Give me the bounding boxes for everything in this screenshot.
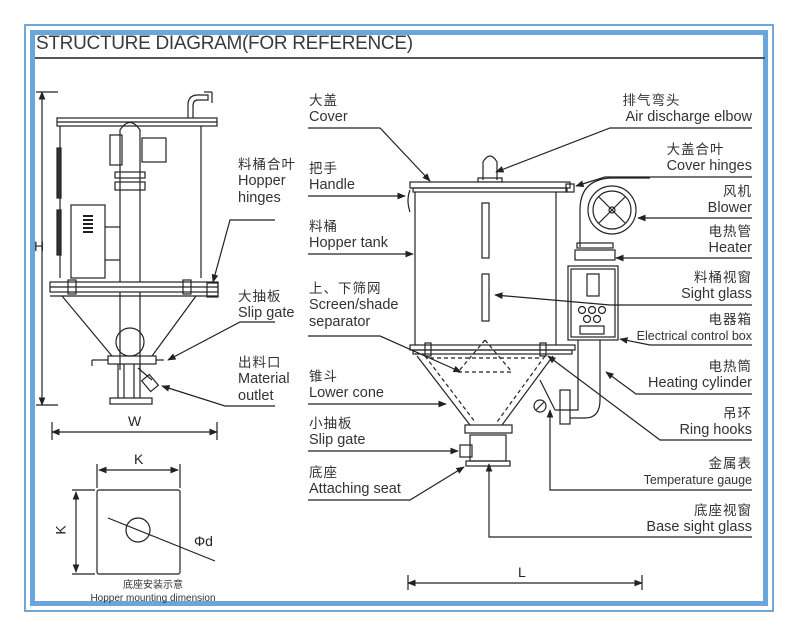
label-sight-glass: 料桶视窗 Sight glass bbox=[681, 270, 752, 302]
dim-label-length: L bbox=[518, 564, 526, 580]
front-view-hopper bbox=[407, 155, 650, 590]
side-view-hopper bbox=[36, 91, 219, 440]
label-hopper-hinges: 料桶合叶 Hopper hinges bbox=[238, 157, 296, 206]
label-attaching-seat: 底座 Attaching seat bbox=[309, 465, 401, 497]
mounting-dimension-drawing bbox=[72, 464, 216, 575]
dim-label-mount-hole: Φd bbox=[194, 533, 213, 549]
label-air-discharge-elbow: 排气弯头 Air discharge elbow bbox=[622, 93, 752, 125]
leader-temperature-gauge bbox=[546, 409, 752, 491]
dim-label-mount-side-left: K bbox=[52, 525, 69, 535]
diagram-title: STRUCTURE DIAGRAM(FOR REFERENCE) bbox=[36, 33, 413, 54]
label-material-outlet: 出料口 Material outlet bbox=[238, 355, 290, 404]
leader-sight-glass bbox=[494, 292, 752, 306]
dim-label-height: H bbox=[34, 238, 45, 254]
leader-attaching-seat bbox=[308, 466, 465, 501]
leader-heating-cylinder bbox=[605, 371, 752, 395]
leader-slip-gate-large bbox=[167, 321, 275, 361]
mounting-caption: 底座安装示意 Hopper mounting dimension bbox=[88, 579, 218, 605]
label-slip-gate-small: 小抽板 Slip gate bbox=[309, 416, 366, 448]
leader-cover bbox=[308, 127, 431, 182]
label-handle: 把手 Handle bbox=[309, 161, 355, 193]
label-lower-cone: 锥斗 Lower cone bbox=[309, 369, 384, 401]
label-cover-hinges: 大盖合叶 Cover hinges bbox=[666, 142, 752, 174]
label-screen-separator: 上、下筛网 Screen/shade separator bbox=[309, 281, 399, 330]
dim-label-width: W bbox=[128, 413, 142, 429]
hopper-hinge-mark bbox=[206, 282, 219, 298]
mounting-caption-en: Hopper mounting dimension bbox=[90, 593, 216, 604]
leader-electrical-control-box bbox=[619, 337, 752, 346]
leader-material-outlet bbox=[161, 385, 275, 407]
inner-frame bbox=[30, 30, 768, 606]
label-ring-hooks: 吊环 Ring hooks bbox=[679, 406, 752, 438]
label-blower: 风机 Blower bbox=[707, 184, 752, 216]
label-heating-cylinder: 电热筒 Heating cylinder bbox=[648, 359, 752, 391]
mounting-caption-cn: 底座安装示意 bbox=[123, 580, 183, 591]
title-underline bbox=[35, 57, 765, 59]
outer-frame bbox=[24, 24, 774, 612]
leader-air-discharge-elbow bbox=[495, 127, 752, 173]
label-electrical-control-box: 电器箱 Electrical control box bbox=[636, 312, 752, 343]
label-cover: 大盖 Cover bbox=[309, 93, 348, 125]
label-base-sight-glass: 底座视窗 Base sight glass bbox=[646, 503, 752, 535]
leader-ring-hooks bbox=[547, 355, 752, 441]
leader-cover-hinges bbox=[575, 176, 752, 187]
dim-label-mount-side-top: K bbox=[134, 451, 144, 467]
label-hopper-tank: 料桶 Hopper tank bbox=[309, 219, 388, 251]
leader-base-sight-glass bbox=[485, 463, 752, 538]
leader-screen-separator bbox=[308, 335, 462, 373]
label-slip-gate-large: 大抽板 Slip gate bbox=[238, 289, 295, 321]
leader-hopper-hinges bbox=[211, 219, 275, 283]
label-temperature-gauge: 金属表 Temperature gauge bbox=[643, 456, 752, 487]
label-heater: 电热管 Heater bbox=[708, 224, 752, 256]
